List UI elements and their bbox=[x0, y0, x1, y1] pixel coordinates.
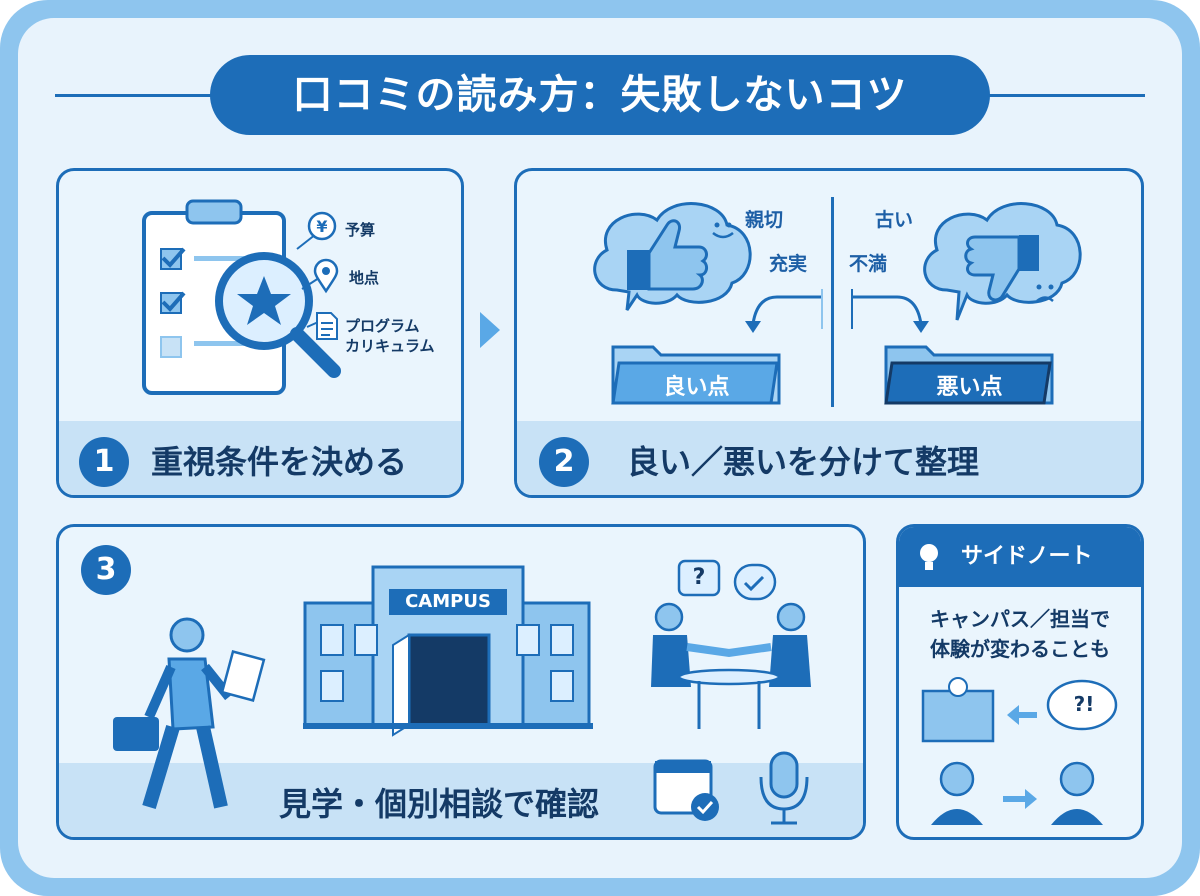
good-folder-icon bbox=[611, 345, 781, 405]
good-word-2: 充実 bbox=[769, 253, 808, 275]
side-note-line1: キャンパス／担当で bbox=[930, 607, 1110, 631]
side-note-title: サイドノート bbox=[961, 544, 1093, 569]
step3-number: 3 bbox=[81, 545, 131, 595]
step2-band bbox=[517, 421, 1141, 495]
bad-word-2: 不満 bbox=[849, 253, 888, 275]
magnifier-icon bbox=[215, 252, 341, 378]
item-curriculum: カリキュラム bbox=[345, 337, 435, 355]
side-note-header: サイドノート bbox=[899, 527, 1141, 587]
side-note-line2: 体験が変わることも bbox=[930, 637, 1110, 661]
item-location: 地点 bbox=[349, 269, 380, 287]
side-note-panel: サイドノート キャンパス／担当で 体験が変わることも ?! bbox=[896, 524, 1144, 840]
step2-number: 2 bbox=[539, 437, 589, 487]
step1-label: 重視条件を決める bbox=[151, 443, 408, 481]
good-folder-label: 良い点 bbox=[663, 375, 730, 400]
surprise-bubble: ?! bbox=[1073, 692, 1095, 716]
title-rule-right bbox=[985, 94, 1145, 97]
step3-band bbox=[59, 763, 863, 837]
question-bubble: ? bbox=[692, 565, 706, 590]
page-title: 口コミの読み方：失敗しないコツ bbox=[210, 55, 990, 135]
item-program: プログラム bbox=[345, 317, 420, 335]
document-icon bbox=[316, 312, 338, 340]
microphone-icon bbox=[759, 751, 809, 825]
svg-text:¥: ¥ bbox=[316, 217, 327, 236]
item-budget: 予算 bbox=[345, 221, 376, 239]
calendar-icon bbox=[653, 759, 719, 821]
bad-folder-icon bbox=[884, 345, 1054, 405]
campus-building-icon bbox=[303, 565, 593, 737]
bad-word-1: 古い bbox=[875, 209, 914, 231]
person-walking-icon bbox=[113, 617, 266, 810]
step1-number: 1 bbox=[79, 437, 129, 487]
step2-panel: 2 良い／悪いを分けて整理 親切 充実 古い 不満 良い点 悪い点 bbox=[514, 168, 1144, 498]
divider-line bbox=[831, 197, 834, 407]
step3-label: 見学・個別相談で確認 bbox=[279, 785, 600, 823]
title-rule-left bbox=[55, 94, 215, 97]
side-note-illustration bbox=[921, 677, 1118, 825]
yen-icon: ¥ bbox=[307, 211, 337, 241]
step2-label: 良い／悪いを分けて整理 bbox=[627, 443, 980, 481]
step3-panel: 3 見学・個別相談で確認 CAMPUS bbox=[56, 524, 866, 840]
step1-panel: 1 重視条件を決める ¥ 予算 地点 プログラム カリキュラム bbox=[56, 168, 464, 498]
next-arrow-icon bbox=[480, 312, 500, 348]
location-pin-icon bbox=[313, 258, 339, 294]
meeting-icon bbox=[651, 559, 811, 729]
good-word-1: 親切 bbox=[745, 209, 784, 231]
campus-sign: CAMPUS bbox=[405, 591, 491, 612]
thumbs-up-cloud bbox=[593, 202, 752, 311]
thumbs-down-cloud bbox=[923, 202, 1082, 321]
bad-folder-label: 悪い点 bbox=[936, 375, 1003, 400]
lightbulb-icon bbox=[920, 544, 938, 570]
sorting-arrows bbox=[745, 289, 929, 333]
